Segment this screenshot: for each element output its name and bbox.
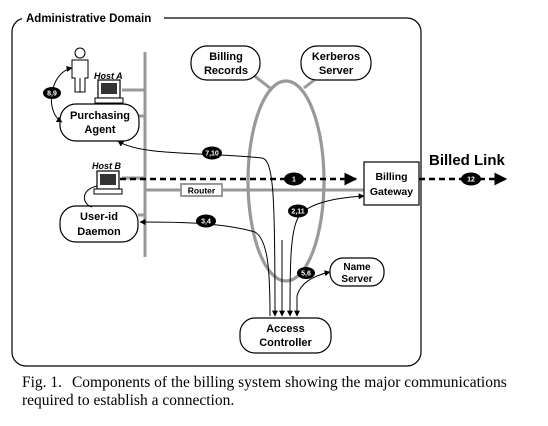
svg-text:1: 1 xyxy=(292,177,296,184)
host-a-computer-icon xyxy=(94,79,124,104)
message-3-4-arrow xyxy=(139,219,271,317)
message-2-11-arrow xyxy=(287,193,365,317)
name-server-label-1: Name xyxy=(343,262,371,273)
userid-daemon-node: User-id Daemon xyxy=(59,205,139,243)
host-a-label: Host A xyxy=(94,71,123,81)
billing-gateway-node: Billing Gateway xyxy=(363,161,420,206)
billing-records-label-2: Records xyxy=(204,65,248,77)
svg-text:8,9: 8,9 xyxy=(47,91,57,98)
figure-caption: Fig. 1. Components of the billing system… xyxy=(22,374,532,410)
access-controller-node: Access Controller xyxy=(239,317,332,354)
administrative-domain-boundary xyxy=(11,17,422,367)
svg-text:2,11: 2,11 xyxy=(291,209,304,216)
purchasing-agent-node: Purchasing Agent xyxy=(59,103,140,142)
purchasing-agent-label-1: Purchasing xyxy=(70,110,130,122)
router-label: Router xyxy=(188,186,216,196)
name-server-label-2: Server xyxy=(341,274,372,285)
kerberos-server-label-2: Server xyxy=(319,65,354,77)
figure-number: Fig. 1. xyxy=(22,374,63,391)
billing-records-label-1: Billing xyxy=(209,51,243,63)
billing-records-node: Billing Records xyxy=(190,45,261,81)
kerberos-server-node: Kerberos Server xyxy=(300,45,372,81)
message-5-6-arrow xyxy=(294,270,331,317)
svg-text:5,6: 5,6 xyxy=(301,271,311,278)
svg-text:7,10: 7,10 xyxy=(205,151,219,158)
userid-daemon-label-2: Daemon xyxy=(77,226,121,238)
person-icon xyxy=(71,47,89,93)
access-controller-label-1: Access xyxy=(266,323,305,335)
billing-gateway-label-2: Gateway xyxy=(370,186,413,198)
name-server-node: Name Server xyxy=(329,257,385,287)
badge-7-10: 7,10 xyxy=(202,146,222,160)
purchasing-agent-label-2: Agent xyxy=(84,124,116,136)
kerberos-server-label-1: Kerberos xyxy=(312,51,360,63)
userid-daemon-label-1: User-id xyxy=(80,211,118,223)
billed-link-label: Billed Link xyxy=(429,152,506,169)
billing-gateway-label-1: Billing xyxy=(375,171,407,183)
host-b-label: Host B xyxy=(92,161,122,171)
badge-12: 12 xyxy=(461,172,481,186)
svg-text:3,4: 3,4 xyxy=(201,219,211,226)
domain-title: Administrative Domain xyxy=(26,13,151,25)
access-controller-label-2: Controller xyxy=(259,337,312,349)
svg-text:12: 12 xyxy=(467,177,475,184)
badge-1: 1 xyxy=(284,172,304,186)
badge-2-11: 2,11 xyxy=(288,204,308,218)
badge-8-9: 8,9 xyxy=(43,87,61,99)
figure-caption-text: Components of the billing system showing… xyxy=(22,374,507,409)
badge-5-6: 5,6 xyxy=(297,267,315,279)
router-node: Router xyxy=(180,183,223,197)
message-7-10-arrow xyxy=(117,140,278,317)
badge-3-4: 3,4 xyxy=(196,214,216,228)
host-b-computer-icon xyxy=(93,170,123,195)
